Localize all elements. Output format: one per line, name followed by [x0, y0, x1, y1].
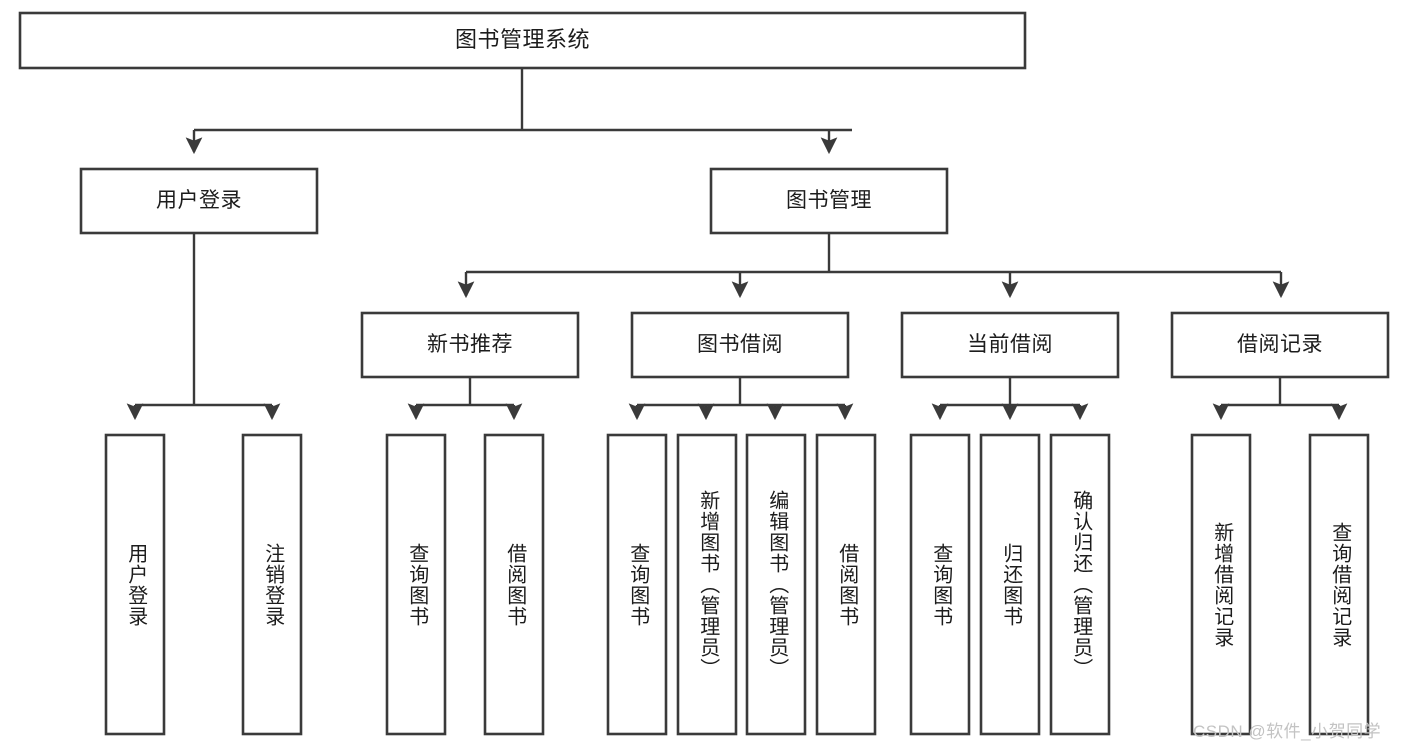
- node-box-leaf-7[interactable]: [745, 433, 807, 736]
- node-box-leaf-8[interactable]: [815, 433, 877, 736]
- connector-current-trunk: [931, 377, 1089, 421]
- node-box-leaf-10[interactable]: [979, 433, 1041, 736]
- node-box-leaf-11[interactable]: [1049, 433, 1111, 736]
- node-box-leaf-9[interactable]: [909, 433, 971, 736]
- connector-bookmgmt-trunk: [457, 233, 1290, 299]
- connector-newbook-trunk: [407, 377, 523, 421]
- node-box-root[interactable]: [18, 11, 1027, 70]
- node-box-records[interactable]: [1170, 311, 1390, 379]
- connector-root-trunk: [194, 68, 852, 132]
- node-box-bookmgmt[interactable]: [709, 167, 949, 235]
- node-box-leaf-1[interactable]: [104, 433, 166, 736]
- connector-records-trunk: [1212, 377, 1348, 421]
- node-box-leaf-6[interactable]: [676, 433, 738, 736]
- node-box-newbook[interactable]: [360, 311, 580, 379]
- connector-login-trunk: [126, 233, 281, 421]
- node-box-leaf-12[interactable]: [1190, 433, 1252, 736]
- node-box-leaf-2[interactable]: [241, 433, 303, 736]
- node-box-borrow[interactable]: [630, 311, 850, 379]
- node-box-leaf-4[interactable]: [483, 433, 545, 736]
- connector-borrow-trunk: [628, 377, 854, 421]
- node-box-leaf-13[interactable]: [1308, 433, 1370, 736]
- node-box-current[interactable]: [900, 311, 1120, 379]
- node-box-leaf-3[interactable]: [385, 433, 447, 736]
- node-box-leaf-5[interactable]: [606, 433, 668, 736]
- node-box-login[interactable]: [79, 167, 319, 235]
